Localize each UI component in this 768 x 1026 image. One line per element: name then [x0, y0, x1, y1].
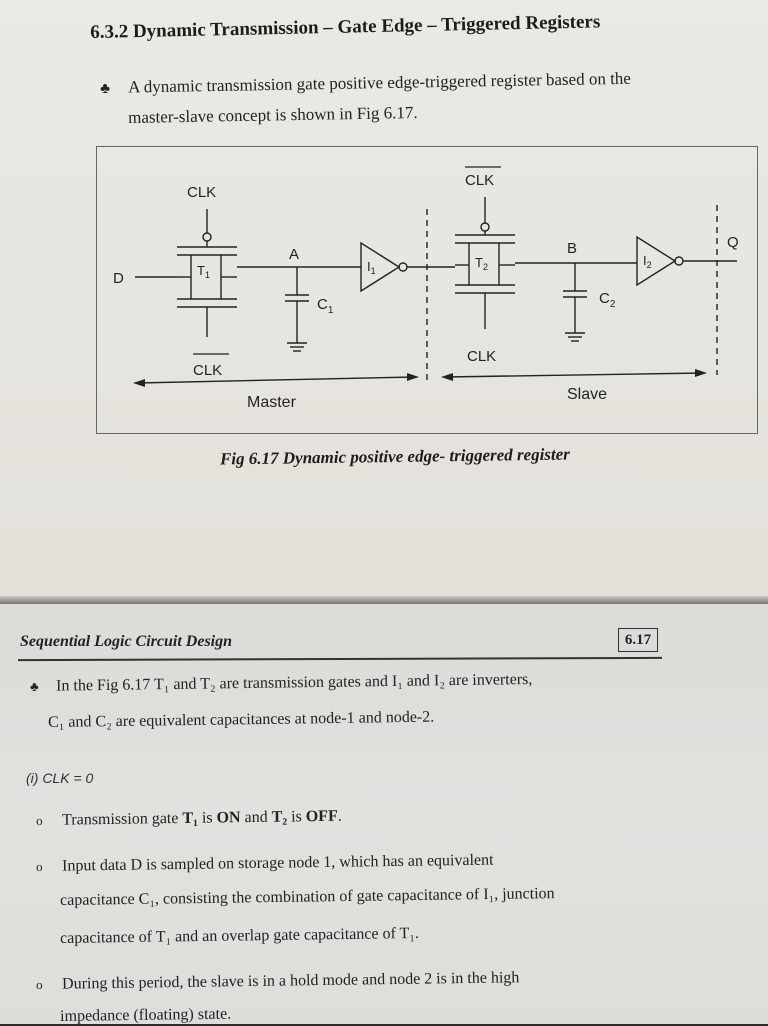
label-clk-bar-bottom-left: CLK — [193, 362, 222, 379]
label-node-b: B — [567, 240, 577, 257]
intro-paragraph-2: master-slave concept is shown in Fig 6.1… — [128, 103, 418, 128]
label-slave: Slave — [567, 386, 607, 403]
point-1-t1: T₁ — [182, 809, 199, 827]
lower-page — [0, 604, 768, 1024]
label-clk-bottom-right: CLK — [467, 348, 496, 365]
page-number: 6.17 — [618, 628, 658, 652]
point-1-text-g: is — [287, 808, 306, 826]
point-3-line-2-row: impedance (floating) state. — [60, 1006, 231, 1026]
bullet-icon: ♣ — [100, 80, 111, 97]
intro-line-2: master-slave concept is shown in Fig 6.1… — [128, 102, 418, 127]
running-head: Sequential Logic Circuit Design — [20, 633, 233, 650]
label-i1: I1 — [367, 259, 376, 276]
point-1-text-e: and — [240, 808, 272, 827]
point-1-text-a: Transmission gate — [61, 809, 183, 829]
point-3-line-2: impedance (floating) state. — [60, 1005, 232, 1025]
label-t2: T2 — [475, 255, 488, 272]
figure-caption: Fig 6.17 Dynamic positive edge- triggere… — [219, 444, 570, 469]
label-d: D — [113, 270, 124, 287]
section-heading: 6.3.2 Dynamic Transmission – Gate Edge –… — [90, 11, 601, 43]
point-1-off: OFF — [305, 807, 338, 826]
circle-bullet-icon: o — [36, 812, 43, 828]
circuit-diagram: CLK CLK D T1 A I1 C1 CLK T2 B C2 CLK I2 … — [113, 166, 739, 411]
circuit-figure: CLK CLK D T1 A I1 C1 CLK T2 B C2 CLK I2 … — [96, 146, 758, 434]
label-node-a: A — [289, 246, 299, 263]
circle-bullet-icon: o — [36, 858, 43, 874]
case-label: (i) CLK = 0 — [26, 770, 94, 786]
label-i2: I2 — [643, 253, 652, 270]
intro-paragraph: ♣ A dynamic transmission gate positive ed… — [100, 69, 631, 98]
point-1-t2: T₂ — [271, 808, 288, 826]
point-1-period: . — [337, 807, 342, 825]
upper-page: 6.3.2 Dynamic Transmission – Gate Edge –… — [0, 0, 768, 604]
bullet-icon: ♣ — [30, 678, 39, 694]
label-t1: T1 — [197, 263, 210, 280]
label-master: Master — [247, 394, 297, 411]
label-q: Q — [727, 234, 739, 251]
point-1-text-c: is — [197, 809, 217, 827]
label-c1: C1 — [317, 296, 334, 316]
label-c2: C2 — [599, 290, 616, 310]
intro-line-1: A dynamic transmission gate positive edg… — [127, 68, 632, 97]
point-2-line-3: capacitance of T₁ and an overlap gate ca… — [60, 924, 420, 947]
label-clk-top-left: CLK — [187, 184, 216, 201]
point-1-on: ON — [216, 809, 241, 827]
circle-bullet-icon: o — [36, 976, 43, 992]
label-clk-bar-top-right: CLK — [465, 172, 494, 189]
